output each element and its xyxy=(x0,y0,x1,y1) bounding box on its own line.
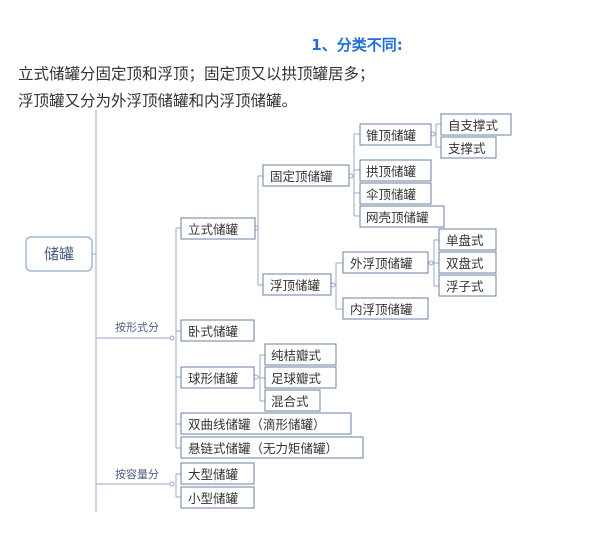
node-self-supported: 自支撑式 xyxy=(440,113,512,136)
node-cone-roof-label: 锥顶储罐 xyxy=(366,128,417,143)
node-umbrella-roof-label: 伞顶储罐 xyxy=(366,187,417,202)
dot-fixed xyxy=(348,173,354,179)
node-mixed: 混合式 xyxy=(264,389,321,412)
node-fixed-roof-label: 固定顶储罐 xyxy=(270,169,333,184)
node-vertical: 立式储罐 xyxy=(180,217,256,240)
node-pontoon-label: 浮子式 xyxy=(446,279,484,294)
node-small: 小型储罐 xyxy=(180,486,255,509)
node-single-deck-label: 单盘式 xyxy=(446,233,484,248)
dot-external xyxy=(428,260,434,266)
section-heading: 1、分类不同: xyxy=(311,36,403,54)
node-dome-roof: 拱顶储罐 xyxy=(359,159,432,182)
node-spherical-label: 球形储罐 xyxy=(188,371,239,386)
paragraph-line-1: 立式储罐分固定顶和浮顶；固定顶又以拱顶罐居多； xyxy=(18,65,375,83)
node-floating-roof: 浮顶储罐 xyxy=(262,273,332,296)
branch-label-by-capacity: 按容量分 xyxy=(115,467,159,481)
node-umbrella-roof: 伞顶储罐 xyxy=(359,182,432,205)
node-double-deck-label: 双盘式 xyxy=(446,256,484,271)
dot-capacity xyxy=(169,481,175,487)
node-double-deck: 双盘式 xyxy=(438,251,497,274)
node-supported: 支撑式 xyxy=(440,136,497,159)
node-floating-roof-label: 浮顶储罐 xyxy=(270,278,321,293)
node-net-shell-roof-label: 网壳顶储罐 xyxy=(366,210,429,225)
dot-spherical xyxy=(253,374,259,380)
node-orange-petal-label: 纯桔瓣式 xyxy=(271,348,322,363)
root-node: 储罐 xyxy=(25,236,93,272)
node-large: 大型储罐 xyxy=(180,462,255,485)
node-net-shell-roof: 网壳顶储罐 xyxy=(359,205,445,228)
node-pontoon: 浮子式 xyxy=(438,274,497,297)
node-hyperbolic: 双曲线储罐（滴形储罐） xyxy=(180,412,352,435)
node-hyperbolic-label: 双曲线储罐（滴形储罐） xyxy=(188,417,326,432)
node-internal-floating-label: 内浮顶储罐 xyxy=(350,302,413,317)
node-soccer-petal: 足球瓣式 xyxy=(264,366,337,389)
connectors xyxy=(92,110,441,512)
node-internal-floating: 内浮顶储罐 xyxy=(342,297,429,320)
dot-cone xyxy=(430,131,436,137)
root-label: 储罐 xyxy=(44,245,74,263)
node-dome-roof-label: 拱顶储罐 xyxy=(366,164,417,179)
branch-label-by-shape: 按形式分 xyxy=(115,320,159,334)
node-horizontal: 卧式储罐 xyxy=(180,319,255,342)
node-catenary-label: 悬链式储罐（无力矩储罐） xyxy=(188,441,338,456)
node-small-label: 小型储罐 xyxy=(188,491,239,506)
node-single-deck: 单盘式 xyxy=(438,228,497,251)
dot-floating xyxy=(330,282,336,288)
node-spherical: 球形储罐 xyxy=(180,366,255,389)
node-supported-label: 支撑式 xyxy=(448,141,486,156)
node-catenary: 悬链式储罐（无力矩储罐） xyxy=(180,436,364,459)
node-large-label: 大型储罐 xyxy=(188,467,239,482)
node-mixed-label: 混合式 xyxy=(271,394,309,409)
node-horizontal-label: 卧式储罐 xyxy=(188,324,239,339)
node-fixed-roof: 固定顶储罐 xyxy=(262,164,350,187)
node-self-supported-label: 自支撑式 xyxy=(448,118,499,133)
node-soccer-petal-label: 足球瓣式 xyxy=(271,371,322,386)
connector-dots xyxy=(169,131,436,487)
node-cone-roof: 锥顶储罐 xyxy=(359,123,432,146)
paragraph-line-2: 浮顶罐又分为外浮顶储罐和内浮顶储罐。 xyxy=(18,92,298,110)
node-external-floating: 外浮顶储罐 xyxy=(342,251,429,274)
dot-shape xyxy=(169,335,175,341)
node-orange-petal: 纯桔瓣式 xyxy=(264,343,337,366)
node-vertical-label: 立式储罐 xyxy=(188,222,239,237)
node-external-floating-label: 外浮顶储罐 xyxy=(350,256,413,271)
